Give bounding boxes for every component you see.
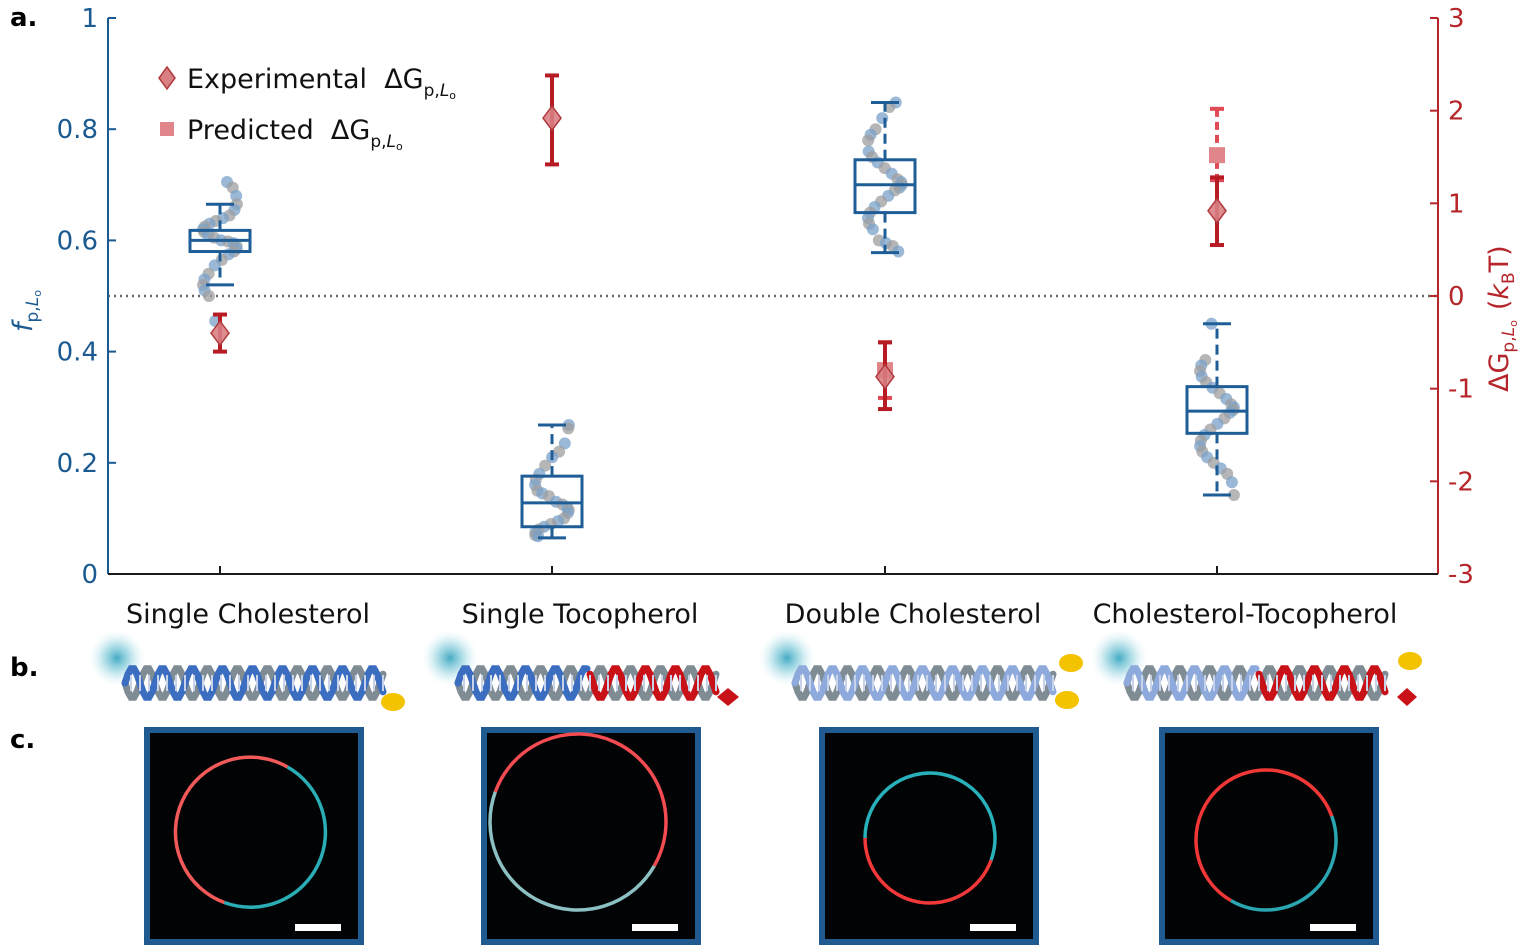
right-tick-label: 0: [1448, 282, 1465, 312]
schematics-panel-b: [89, 630, 1422, 711]
micrograph-double-cholesterol: [819, 727, 1039, 945]
right-tick-label: 1: [1448, 189, 1465, 219]
panel-label-b: b.: [10, 653, 39, 683]
left-axis-label: fp,Lo: [8, 290, 44, 332]
experimental-marker-group: [1207, 175, 1227, 248]
micrograph-cholesterol-tocopherol: [1159, 727, 1379, 945]
data-point: [1225, 476, 1238, 489]
vesicle-membrane-arc: [1194, 768, 1334, 903]
plot-layer: [108, 73, 1438, 543]
panel-label-c: c.: [10, 725, 35, 755]
dna-strand: [1123, 665, 1260, 701]
micrograph-frame: [481, 727, 701, 945]
vesicle-membrane-arc: [1230, 815, 1338, 912]
scale-bar: [970, 924, 1016, 931]
chart-panel-a: 0 0.2 0.4 0.6 0.8 1 fp,Lo -3 -2 -1 0 1 2 3 ΔGp,Lo(k…: [8, 4, 1520, 630]
experimental-diamond: [542, 104, 562, 132]
box-group: [853, 96, 917, 258]
data-point: [866, 223, 879, 236]
legend-item-predicted: Predicted ΔGp,Lo: [160, 115, 403, 153]
vesicle-membrane-arc: [863, 771, 997, 861]
predicted-marker-group: [1209, 106, 1225, 183]
x-tick-label: Single Tocopherol: [462, 599, 699, 630]
experimental-diamond: [1207, 197, 1227, 224]
left-tick-label: 0.2: [57, 449, 98, 479]
cholesterol-tag: [1398, 652, 1422, 670]
legend-label-predicted: Predicted ΔGp,Lo: [187, 115, 403, 153]
legend-item-experimental: Experimental ΔGp,Lo: [158, 64, 456, 102]
panel-label-a: a.: [10, 3, 37, 33]
data-point: [539, 459, 552, 472]
scale-bar: [295, 924, 341, 931]
vesicle-membrane-arc: [223, 765, 328, 909]
left-tick-label: 0: [81, 560, 98, 590]
box-group: [188, 176, 252, 328]
data-point: [532, 530, 545, 543]
micrographs-panel-c: [144, 727, 1379, 945]
right-tick-label: -2: [1448, 467, 1474, 497]
vesicle-membrane-arc: [863, 837, 993, 905]
cholesterol-tag: [381, 693, 405, 711]
data-point: [1227, 489, 1240, 502]
legend-diamond-marker: [158, 65, 176, 91]
micrograph-single-tocopherol: [481, 727, 701, 945]
experimental-diamond: [875, 363, 895, 390]
scale-bar: [632, 924, 678, 931]
experimental-diamond: [210, 319, 230, 347]
micrograph-frame: [144, 727, 364, 945]
legend-square-marker: [160, 122, 174, 136]
x-axis-ticks: Single Cholesterol Single Tocopherol Doubl…: [126, 566, 1397, 630]
left-tick-label: 0.8: [57, 115, 98, 145]
right-tick-label: 3: [1448, 4, 1465, 34]
tocopherol-tag: [717, 688, 739, 706]
vesicle-membrane-arc: [493, 732, 668, 867]
vesicle-membrane-arc: [173, 755, 289, 905]
dna-schematic-double-cholesterol: [759, 630, 1083, 709]
right-tick-label: -3: [1448, 560, 1474, 590]
left-tick-label: 0.4: [57, 338, 98, 368]
experimental-marker-group: [875, 340, 895, 412]
data-point: [862, 134, 875, 147]
legend: Experimental ΔGp,Lo Predicted ΔGp,Lo: [158, 64, 456, 153]
data-point: [202, 290, 215, 302]
box-group: [1185, 317, 1249, 502]
right-tick-label: 2: [1448, 97, 1465, 127]
cholesterol-tag: [1059, 654, 1083, 672]
left-tick-label: 1: [81, 4, 98, 34]
dna-schematic-single-cholesterol: [89, 630, 405, 711]
tocopherol-tag: [1397, 688, 1417, 706]
dna-strand: [454, 665, 591, 701]
vesicle-membrane-arc: [488, 791, 656, 912]
right-axis-ticks: -3 -2 -1 0 1 2 3: [1430, 4, 1474, 590]
x-tick-label: Single Cholesterol: [126, 599, 370, 630]
left-axis-ticks: 0 0.2 0.4 0.6 0.8 1: [57, 4, 116, 590]
dna-schematic-single-tocopherol: [422, 630, 739, 706]
data-point: [208, 259, 221, 272]
micrograph-frame: [819, 727, 1039, 945]
experimental-marker-group: [542, 73, 562, 167]
x-tick-label: Cholesterol-Tocopherol: [1093, 599, 1398, 630]
dna-schematic-cholesterol-tocopherol: [1091, 630, 1422, 706]
legend-label-experimental: Experimental ΔGp,Lo: [187, 64, 456, 102]
cholesterol-tag: [1055, 691, 1079, 709]
right-axis-label: ΔGp,Lo(kBT): [1484, 245, 1520, 392]
predicted-square: [1209, 147, 1225, 164]
x-tick-label: Double Cholesterol: [785, 599, 1042, 630]
right-tick-label: -1: [1448, 375, 1474, 405]
left-tick-label: 0.6: [57, 226, 98, 256]
box-group: [520, 418, 584, 543]
experimental-marker-group: [210, 312, 230, 354]
scale-bar: [1310, 924, 1356, 931]
micrograph-single-cholesterol: [144, 727, 364, 945]
